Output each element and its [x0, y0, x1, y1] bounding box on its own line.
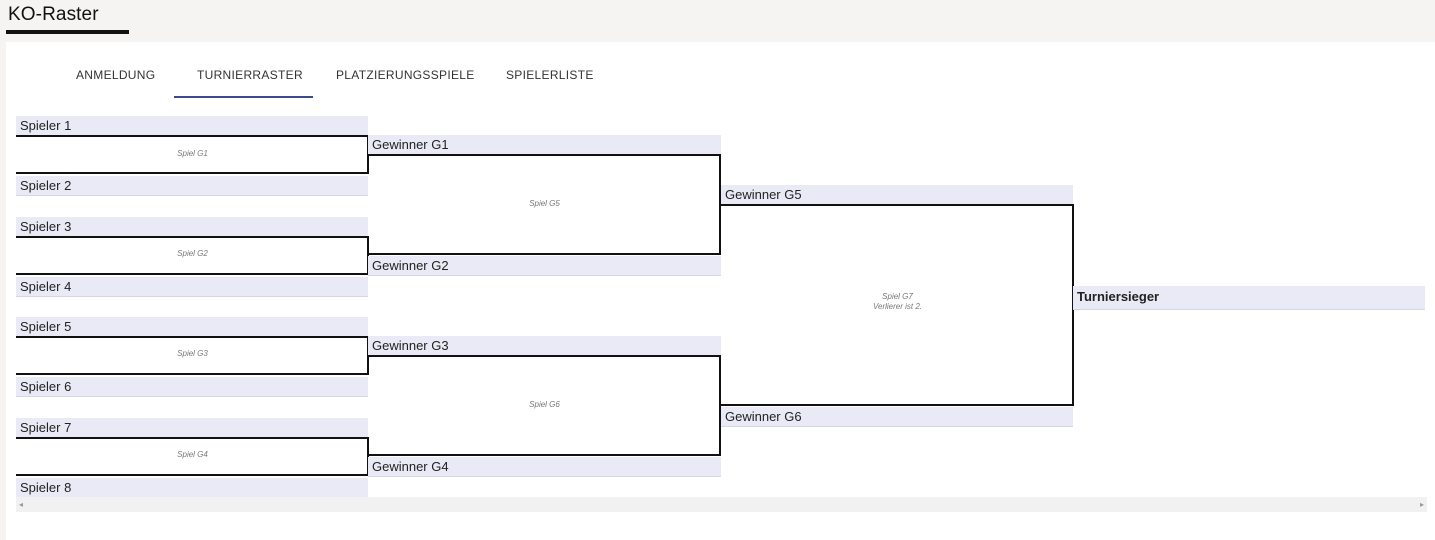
player-slot-1: Spieler 1	[16, 116, 368, 136]
ko-bracket: Spieler 1 Spieler 2 Spieler 3 Spieler 4 …	[6, 42, 1435, 540]
game-label-g1: Spiel G1	[177, 149, 208, 158]
winner-slot-g4: Gewinner G4	[368, 457, 721, 477]
game-label-g4: Spiel G4	[177, 450, 208, 459]
tab-anmeldung[interactable]: ANMELDUNG	[76, 68, 156, 82]
player-slot-2: Spieler 2	[16, 176, 368, 196]
player-slot-3: Spieler 3	[16, 217, 368, 237]
game-box-g4	[16, 437, 369, 476]
tournament-winner-slot: Turniersieger	[1073, 286, 1425, 310]
player-slot-4: Spieler 4	[16, 277, 368, 297]
content-panel: ANMELDUNG TURNIERRASTER PLATZIERUNGSSPIE…	[6, 42, 1435, 540]
active-tab-indicator	[174, 96, 313, 98]
game-label-g6: Spiel G6	[529, 400, 560, 409]
winner-slot-g2: Gewinner G2	[368, 256, 721, 276]
horizontal-scrollbar[interactable]: ◂ ▸	[16, 497, 1427, 512]
game-note-g7: Verlierer ist 2.	[872, 302, 923, 311]
scroll-left-arrow-icon[interactable]: ◂	[19, 500, 24, 509]
game-label-g7: Spiel G7	[882, 292, 913, 301]
game-label-g3: Spiel G3	[177, 349, 208, 358]
player-slot-8: Spieler 8	[16, 478, 368, 498]
page-header: KO-Raster	[0, 0, 1435, 42]
player-slot-6: Spieler 6	[16, 377, 368, 397]
player-slot-5: Spieler 5	[16, 317, 368, 337]
scroll-right-arrow-icon[interactable]: ▸	[1419, 500, 1424, 509]
page-title: KO-Raster	[8, 4, 99, 25]
winner-slot-g6: Gewinner G6	[721, 407, 1073, 427]
winner-slot-g5: Gewinner G5	[721, 185, 1073, 205]
game-box-g6	[368, 355, 721, 456]
game-box-g2	[16, 236, 369, 275]
page-title-underline	[6, 30, 129, 34]
tab-platzierungsspiele[interactable]: PLATZIERUNGSSPIELE	[336, 68, 475, 82]
tab-bar: ANMELDUNG TURNIERRASTER PLATZIERUNGSSPIE…	[6, 42, 1435, 102]
tab-spielerliste[interactable]: SPIELERLISTE	[506, 68, 594, 82]
game-box-g5	[368, 154, 721, 255]
game-label-g5: Spiel G5	[529, 199, 560, 208]
player-slot-7: Spieler 7	[16, 418, 368, 438]
game-label-g2: Spiel G2	[177, 249, 208, 258]
winner-slot-g3: Gewinner G3	[368, 336, 721, 356]
winner-slot-g1: Gewinner G1	[368, 135, 721, 155]
tab-turnierraster[interactable]: TURNIERRASTER	[197, 68, 303, 82]
